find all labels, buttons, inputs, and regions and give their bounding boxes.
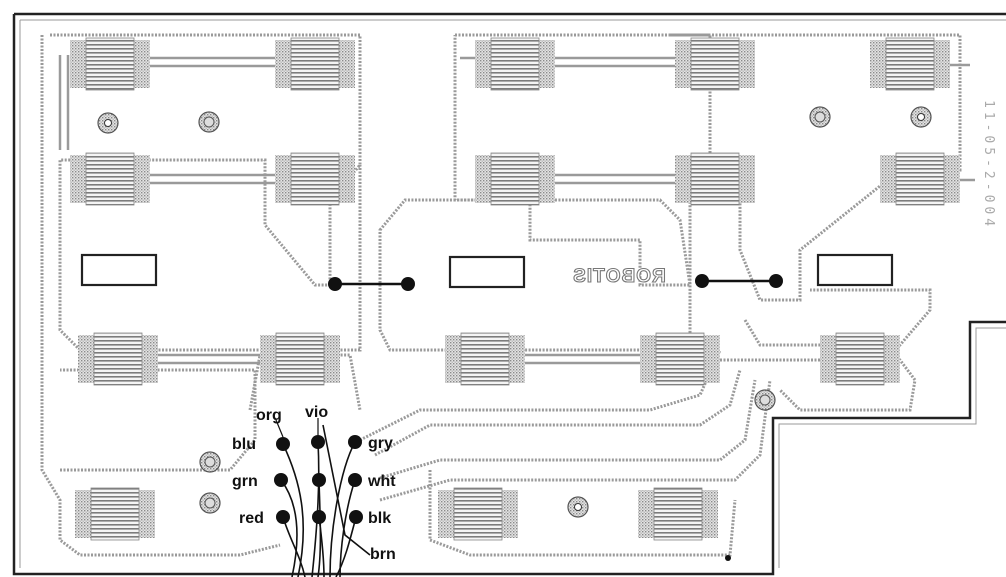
hole-6 bbox=[199, 492, 221, 514]
label-leaders bbox=[275, 418, 319, 438]
label-vio: vio bbox=[305, 404, 328, 421]
wire-dot-center bbox=[312, 473, 326, 487]
pad-row4-3 bbox=[638, 487, 718, 541]
ic-outline-right bbox=[816, 253, 894, 287]
pad-row3-5 bbox=[820, 332, 900, 386]
trace-bus-2 bbox=[374, 369, 742, 457]
pad-group bbox=[70, 37, 960, 541]
trace-pad-links bbox=[58, 55, 975, 365]
trace-right-loop bbox=[670, 33, 962, 302]
wire-dot-red bbox=[276, 510, 290, 524]
pad-row4-1 bbox=[75, 487, 155, 541]
wire-dot-grn bbox=[274, 473, 288, 487]
hole-5 bbox=[199, 451, 221, 473]
pad-row2-mid-1 bbox=[475, 152, 555, 206]
trace-bus-4 bbox=[379, 379, 772, 502]
pad-row3-3 bbox=[445, 332, 525, 386]
pad-row3-4 bbox=[640, 332, 720, 386]
pad-top-left-2 bbox=[275, 37, 355, 91]
pad-row2-mid-2 bbox=[675, 152, 755, 206]
wire-dot-vio bbox=[311, 435, 325, 449]
mounting-holes bbox=[97, 106, 932, 518]
label-blu: blu bbox=[232, 436, 256, 453]
pad-top-right-1 bbox=[870, 37, 950, 91]
wire-connector bbox=[274, 418, 371, 577]
wire-bundle bbox=[280, 424, 371, 577]
side-code: 11-05-2-004 bbox=[981, 100, 996, 230]
small-via bbox=[725, 555, 731, 561]
wire-dot-blk bbox=[349, 510, 363, 524]
hole-3 bbox=[809, 106, 831, 128]
trace-top-middle bbox=[453, 33, 712, 287]
hole-1 bbox=[97, 112, 119, 134]
trace-left-loop bbox=[50, 33, 362, 352]
pad-row2-left-2 bbox=[275, 152, 355, 206]
label-brn: brn bbox=[370, 546, 396, 563]
label-red: red bbox=[239, 510, 264, 527]
pad-top-mid-2 bbox=[675, 37, 755, 91]
label-grn: grn bbox=[232, 473, 258, 490]
component-outlines bbox=[80, 253, 894, 289]
pad-top-mid-1 bbox=[475, 37, 555, 91]
trace-bottom-mid bbox=[428, 470, 737, 557]
pad-row2-right-1 bbox=[880, 152, 960, 206]
hole-2 bbox=[198, 111, 220, 133]
hole-7 bbox=[567, 496, 589, 518]
label-org: org bbox=[256, 407, 282, 424]
label-gry: gry bbox=[368, 435, 393, 452]
board-outline bbox=[12, 12, 1006, 576]
pad-row4-2 bbox=[438, 487, 518, 541]
wire-dot-blu bbox=[276, 437, 290, 451]
board-inner-border bbox=[19, 19, 1006, 568]
pad-row2-left-1 bbox=[70, 152, 150, 206]
wire-dot-wht bbox=[348, 473, 362, 487]
pad-row3-2 bbox=[260, 332, 340, 386]
brand-mark: ROBOTIS bbox=[572, 266, 666, 287]
trace-left-outer bbox=[40, 35, 281, 557]
label-blk: blk bbox=[368, 510, 391, 527]
pad-top-left-1 bbox=[70, 37, 150, 91]
pad-row3-1 bbox=[78, 332, 158, 386]
hole-4 bbox=[910, 106, 932, 128]
wire-labels: org vio blu gry grn wht red blk brn bbox=[232, 404, 396, 563]
trace-left-bottom-pads bbox=[60, 368, 257, 472]
jumper-right bbox=[695, 274, 783, 288]
ic-outline-center bbox=[448, 255, 526, 289]
trace-center-big bbox=[378, 198, 692, 352]
wire-dot-gry bbox=[348, 435, 362, 449]
hole-8 bbox=[754, 389, 776, 411]
wire-dot-mid bbox=[312, 510, 326, 524]
label-wht: wht bbox=[367, 473, 396, 490]
ic-outline-left bbox=[80, 253, 158, 287]
jumper-left bbox=[328, 277, 415, 291]
